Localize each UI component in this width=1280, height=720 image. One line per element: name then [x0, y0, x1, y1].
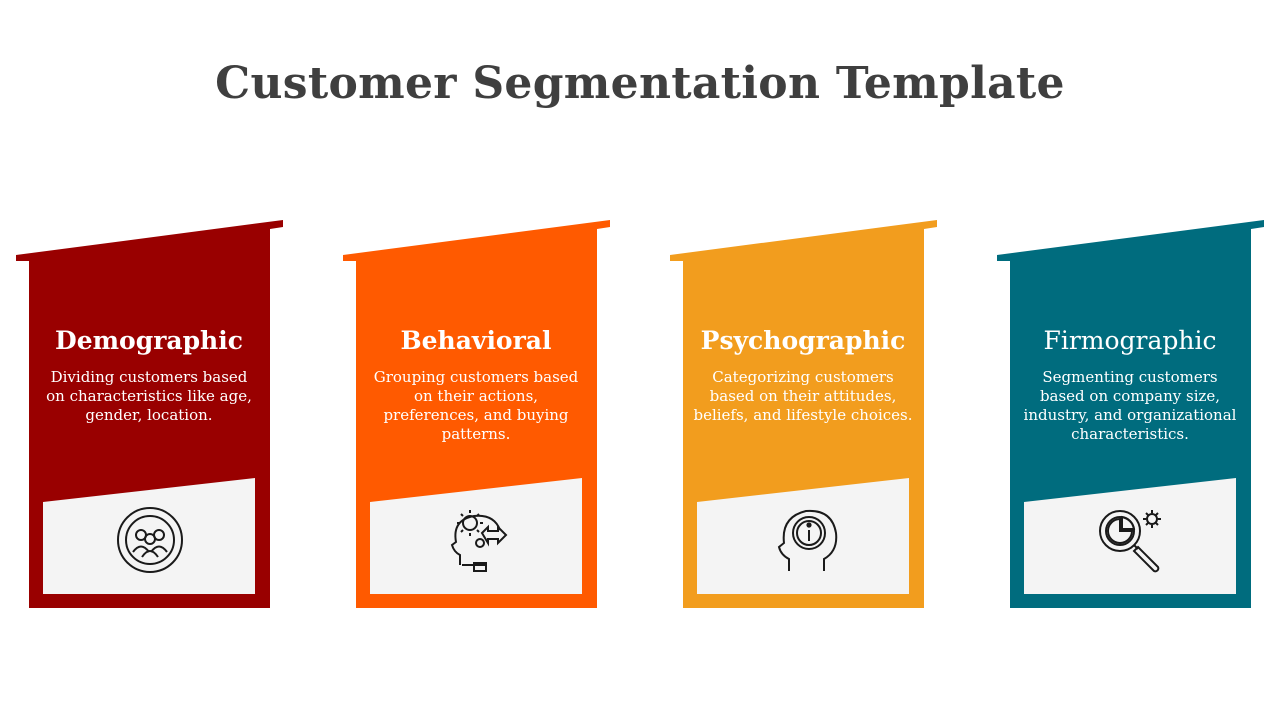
card-shape: [670, 220, 937, 608]
card-shape: [997, 220, 1264, 608]
card-shape: [343, 220, 610, 608]
card-heading: Behavioral: [400, 326, 552, 355]
behavioral-head-gear-icon: [450, 510, 508, 572]
page-title: Customer Segmentation Template: [215, 58, 1065, 109]
segment-card-firmographic: Firmographic Segmenting customers based …: [996, 218, 1266, 610]
card-description: Grouping customers based on their action…: [373, 368, 579, 443]
card-heading: Firmographic: [1043, 326, 1217, 355]
segment-card-psychographic: Psychographic Categorizing customers bas…: [669, 218, 939, 610]
card-description: Categorizing customers based on their at…: [693, 368, 913, 424]
card-heading: Psychographic: [700, 326, 906, 355]
segment-card-behavioral: Behavioral Grouping customers based on t…: [342, 218, 612, 610]
card-description: Segmenting customers based on company si…: [1023, 368, 1237, 443]
card-description: Dividing customers based on characterist…: [46, 368, 252, 424]
psychographic-head-info-icon: [777, 509, 838, 571]
segment-card-demographic: Demographic Dividing customers based on …: [15, 218, 285, 610]
card-heading: Demographic: [55, 326, 243, 355]
firmographic-magnifier-gear-icon: [1099, 510, 1161, 573]
demographic-users-icon: [117, 507, 183, 573]
card-shape: [16, 220, 283, 608]
